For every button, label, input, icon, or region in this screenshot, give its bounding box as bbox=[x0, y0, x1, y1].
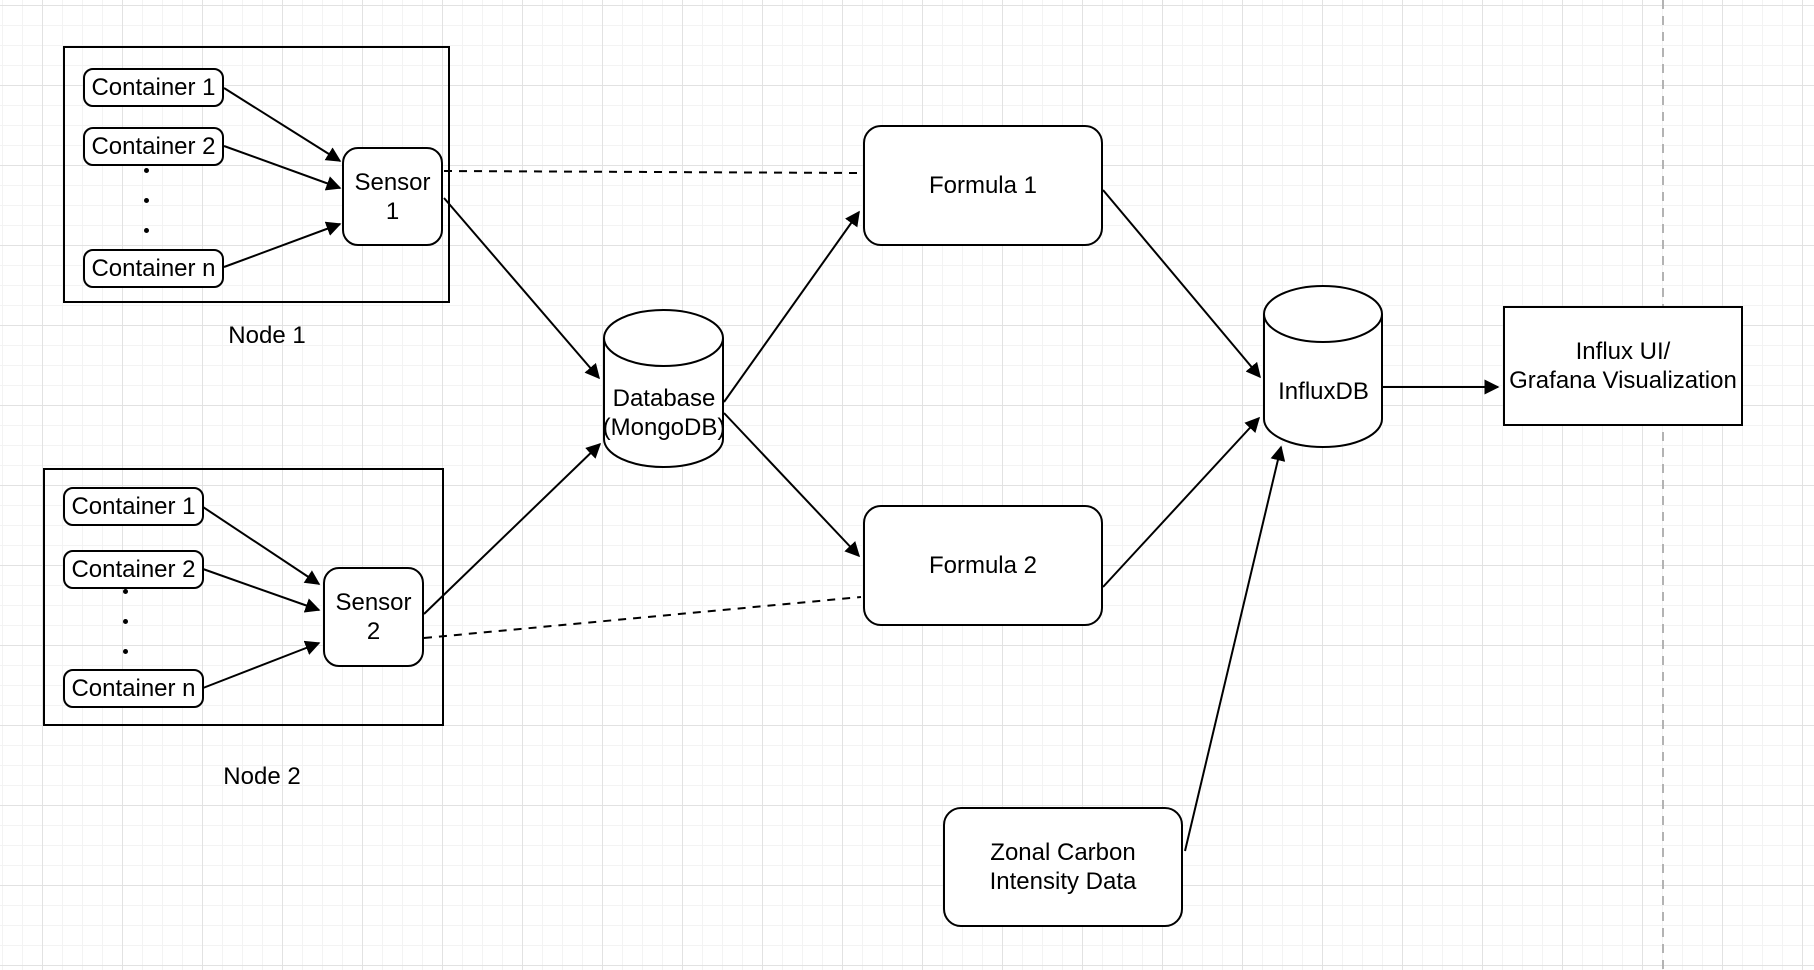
edge-container1-node1-to-sensor1[interactable] bbox=[223, 87, 342, 162]
sensor-1-box[interactable]: Sensor 1 bbox=[342, 147, 443, 246]
visualization-label-line1: Influx UI/ bbox=[1575, 338, 1671, 365]
node2-container-n-label: Container n bbox=[71, 675, 196, 702]
sensor-1-label-line2: 1 bbox=[385, 197, 400, 225]
node2-container-2-label: Container 2 bbox=[71, 556, 196, 583]
database-label-line1: Database bbox=[612, 385, 716, 412]
database-label: Database (MongoDB) bbox=[593, 384, 735, 442]
node2-container-2[interactable]: Container 2 bbox=[63, 550, 204, 589]
node1-container-1-label: Container 1 bbox=[91, 74, 216, 101]
node1-ellipsis-dot bbox=[144, 168, 149, 173]
node1-container-2-label: Container 2 bbox=[91, 133, 216, 160]
visualization-label-line2: Grafana Visualization bbox=[1509, 367, 1737, 394]
edge-formula2-to-influxdb[interactable] bbox=[1102, 416, 1261, 588]
zonal-carbon-label-line2: Intensity Data bbox=[989, 868, 1137, 895]
edge-container2-node1-to-sensor1[interactable] bbox=[223, 145, 342, 191]
visualization-box[interactable]: Influx UI/ Grafana Visualization bbox=[1503, 306, 1743, 426]
edge-sensor1-to-formula1-dashed[interactable] bbox=[443, 170, 862, 174]
node2-group-box[interactable] bbox=[43, 468, 444, 726]
edge-database-to-formula1[interactable] bbox=[723, 210, 860, 403]
formula-1-label: Formula 1 bbox=[928, 172, 1038, 199]
node2-container-1-label: Container 1 bbox=[71, 493, 196, 520]
edge-sensor2-to-database[interactable] bbox=[423, 442, 602, 615]
node2-ellipsis-dot bbox=[123, 619, 128, 624]
influxdb-label: InfluxDB bbox=[1278, 378, 1369, 405]
database-cylinder[interactable] bbox=[603, 309, 724, 468]
edge-container1-node2-to-sensor2[interactable] bbox=[202, 506, 321, 585]
formula-2-box[interactable]: Formula 2 bbox=[863, 505, 1103, 626]
sensor-2-box[interactable]: Sensor 2 bbox=[323, 567, 424, 667]
node1-ellipsis-dot bbox=[144, 228, 149, 233]
zonal-carbon-label-line1: Zonal Carbon bbox=[990, 839, 1136, 866]
edge-zonal-to-influxdb[interactable] bbox=[1184, 445, 1286, 852]
zonal-carbon-box[interactable]: Zonal Carbon Intensity Data bbox=[943, 807, 1183, 927]
edge-formula1-to-influxdb[interactable] bbox=[1102, 189, 1261, 379]
node1-container-n[interactable]: Container n bbox=[83, 249, 224, 288]
edge-containern-node1-to-sensor1[interactable] bbox=[223, 221, 342, 268]
formula-2-label: Formula 2 bbox=[928, 552, 1038, 579]
sensor-2-label-line1: Sensor bbox=[335, 589, 412, 616]
node1-container-n-label: Container n bbox=[91, 255, 216, 282]
edge-sensor2-to-formula2-dashed[interactable] bbox=[423, 596, 862, 639]
node1-container-1[interactable]: Container 1 bbox=[83, 68, 224, 107]
node1-ellipsis-dot bbox=[144, 198, 149, 203]
node2-ellipsis-dot bbox=[123, 589, 128, 594]
edge-containern-node2-to-sensor2[interactable] bbox=[202, 640, 321, 689]
sensor-2-label-line2: 2 bbox=[366, 618, 381, 645]
edge-container2-node2-to-sensor2[interactable] bbox=[202, 568, 321, 613]
node1-group-box[interactable] bbox=[63, 46, 450, 303]
node2-ellipsis-dot bbox=[123, 649, 128, 654]
node2-container-n[interactable]: Container n bbox=[63, 669, 204, 708]
node2-label: Node 2 bbox=[223, 763, 301, 790]
influxdb-cylinder[interactable] bbox=[1263, 285, 1383, 448]
node1-container-2[interactable]: Container 2 bbox=[83, 127, 224, 166]
edge-sensor1-to-database[interactable] bbox=[443, 197, 600, 380]
node1-label: Node 1 bbox=[228, 322, 306, 349]
edge-database-to-formula2[interactable] bbox=[723, 412, 861, 558]
node2-container-1[interactable]: Container 1 bbox=[63, 487, 204, 526]
database-label-line2: (MongoDB) bbox=[602, 414, 726, 441]
formula-1-box[interactable]: Formula 1 bbox=[863, 125, 1103, 246]
sensor-1-label-line1: Sensor bbox=[354, 168, 431, 196]
